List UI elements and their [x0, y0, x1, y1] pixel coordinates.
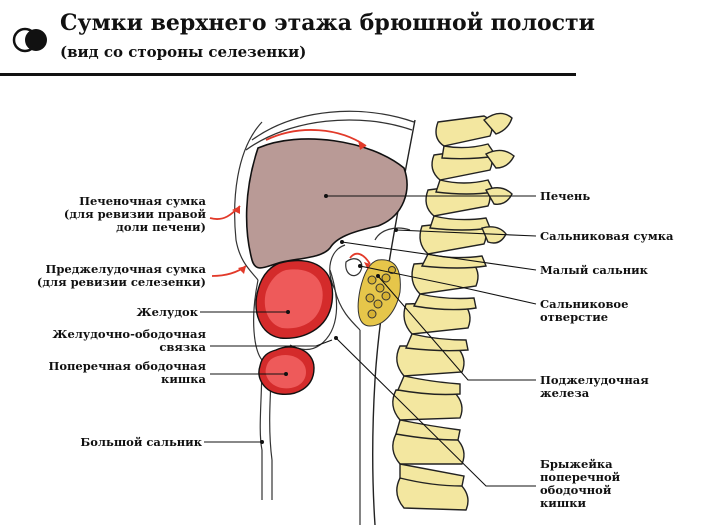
label-hepatic-bursa: Печеночная сумка (для ревизии правой дол… — [63, 194, 206, 234]
vertebra — [392, 389, 463, 421]
label-transverse-mesocolon: Брыжейка поперечной ободочной кишки — [540, 457, 621, 510]
vertebral-arch — [429, 215, 491, 231]
label-liver: Печень — [540, 189, 591, 203]
vertebral-arch — [412, 293, 477, 311]
vertebral-arch — [435, 179, 496, 195]
spine — [372, 112, 515, 526]
arrow-hepatic-left — [209, 205, 241, 220]
label-omental-bursa: Сальниковая сумка — [540, 229, 674, 243]
arrow-foramen — [349, 252, 371, 265]
page-title: Сумки верхнего этажа брюшной полости — [60, 10, 595, 36]
pancreas-shape — [357, 259, 401, 327]
label-lesser-omentum: Малый сальник — [540, 263, 648, 277]
header-rule — [0, 73, 576, 76]
diaphragm — [245, 110, 415, 151]
liver-shape — [245, 138, 408, 269]
label-gastrocolic-ligament: Желудочно-ободочная связка — [52, 327, 206, 354]
vertebral-arch — [397, 375, 461, 396]
half-moon-logo-icon — [12, 27, 47, 53]
leader-gastrocolic-link — [315, 339, 333, 347]
leader-omental-foramen — [359, 265, 537, 305]
vertebra — [392, 433, 465, 465]
label-omental-foramen: Сальниковое отверстие — [540, 297, 629, 324]
leader-dots — [260, 194, 398, 444]
vertebral-arch — [404, 333, 469, 352]
page-subtitle: (вид со стороны селезенки) — [60, 43, 307, 61]
label-stomach: Желудок — [136, 305, 198, 319]
spinous-process — [481, 226, 507, 244]
label-pregastric-bursa: Преджелудочная сумка (для ревизии селезе… — [36, 262, 206, 289]
label-greater-omentum: Большой сальник — [80, 435, 202, 449]
arrow-hepatic — [265, 129, 367, 147]
header: Сумки верхнего этажа брюшной полости (ви… — [0, 0, 705, 80]
leader-lesser-omentum — [341, 241, 537, 271]
arrowheads — [232, 140, 370, 274]
vertebral-arch — [399, 463, 465, 487]
transverse-colon-shape — [258, 346, 315, 395]
label-pancreas: Поджелудочная железа — [540, 373, 649, 400]
spinous-process — [482, 112, 513, 135]
label-transverse-colon: Поперечная ободочная кишка — [48, 359, 206, 386]
leader-mesocolon — [335, 337, 536, 487]
leader-lines — [200, 195, 537, 487]
leader-omental-bursa — [395, 229, 537, 237]
leader-pancreas — [377, 275, 536, 381]
omental-foramen-shape — [345, 258, 363, 277]
stomach-shape — [255, 260, 334, 339]
spinous-process — [484, 149, 515, 169]
vertebral-arch — [395, 419, 461, 441]
